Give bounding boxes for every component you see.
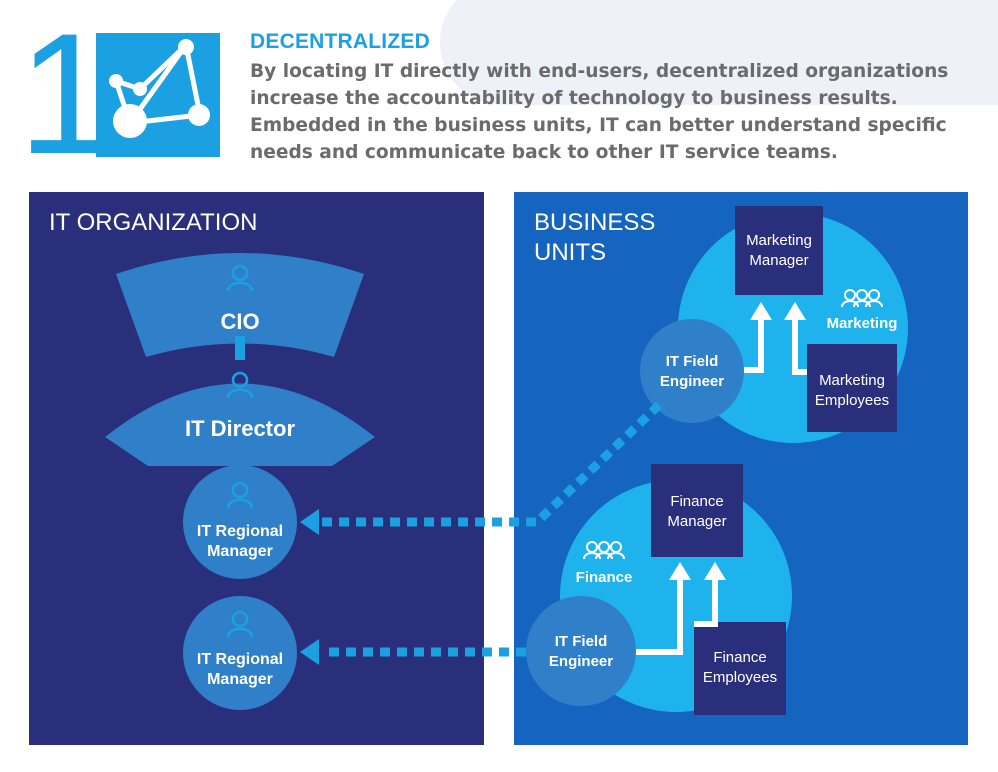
regional-manager-label: Manager	[207, 671, 273, 688]
employees-to-manager-arrow-line	[792, 318, 807, 375]
business-units-label-line: UNITS	[534, 239, 606, 266]
arrowhead	[669, 562, 691, 580]
network-logo-icon	[96, 33, 220, 157]
finance-group-label: Finance	[576, 569, 633, 586]
cio-connector	[235, 336, 245, 360]
marketing-engineer-dotted-connector	[322, 401, 663, 527]
engineer-to-manager-arrow-line	[744, 318, 764, 373]
regional-manager-label: IT Regional	[197, 523, 283, 540]
finance-manager-label: Manager	[667, 513, 726, 530]
regional-manager-label: Manager	[207, 543, 273, 560]
marketing-manager-box	[735, 206, 823, 295]
regional-manager-label: IT Regional	[197, 651, 283, 668]
arrowhead	[704, 562, 726, 580]
regional-manager-node	[183, 465, 297, 579]
finance-manager-label: Finance	[670, 493, 723, 510]
marketing-employees-box	[807, 344, 897, 432]
finance-engineer-node	[526, 596, 636, 706]
marketing-employees-label: Employees	[815, 392, 889, 409]
marketing-manager-label: Manager	[749, 252, 808, 269]
business-units-label: BUSINESS UNITS	[534, 208, 655, 268]
description-line: Embedded in the business units, IT can b…	[250, 115, 947, 136]
section-title: DECENTRALIZED	[250, 30, 430, 53]
arrowhead	[750, 302, 772, 320]
cio-arc-shape	[116, 253, 364, 357]
business-units-label-line: BUSINESS	[534, 209, 656, 236]
finance-employees-label: Employees	[703, 669, 777, 686]
finance-employees-box	[694, 622, 786, 715]
arrowhead	[784, 302, 806, 320]
marketing-employees-label: Marketing	[819, 372, 885, 389]
marketing-engineer-label: IT Field	[666, 353, 719, 370]
it-organization-label: IT ORGANIZATION	[49, 209, 258, 236]
description-line: needs and communicate back to other IT s…	[250, 142, 838, 163]
finance-employees-label: Finance	[713, 649, 766, 666]
description-line: increase the accountability of technolog…	[250, 88, 898, 109]
employees-to-manager-arrow-line	[694, 578, 718, 627]
engineer-to-manager-arrow-line	[630, 578, 683, 655]
director-label: IT Director	[185, 416, 295, 441]
connector-arrowhead	[300, 639, 319, 665]
connector-arrowhead	[300, 509, 319, 535]
section-description: By locating IT directly with end-users, …	[250, 58, 990, 166]
marketing-engineer-node	[640, 319, 744, 423]
marketing-manager-label: Marketing	[746, 232, 812, 249]
finance-manager-box	[651, 464, 743, 557]
finance-engineer-label: Engineer	[549, 653, 613, 670]
regional-manager-node	[183, 596, 297, 710]
finance-engineer-label: IT Field	[555, 633, 608, 650]
description-line: By locating IT directly with end-users, …	[250, 61, 949, 82]
cio-label: CIO	[220, 309, 259, 334]
marketing-engineer-label: Engineer	[660, 373, 724, 390]
director-arc-shape	[105, 383, 375, 466]
marketing-group-label: Marketing	[827, 315, 898, 332]
